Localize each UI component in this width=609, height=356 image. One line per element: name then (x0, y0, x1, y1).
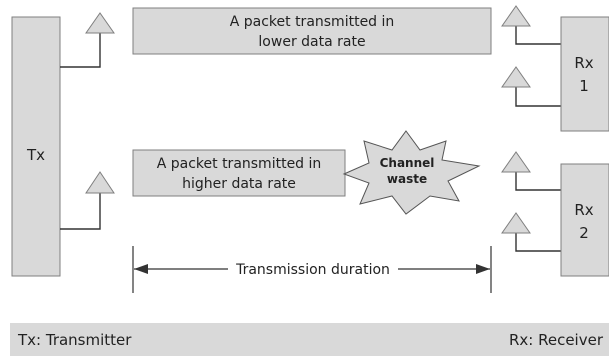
tx-label: Tx (26, 146, 45, 164)
rx1-antenna-lower (501, 66, 561, 107)
tx-antenna-upper (60, 12, 115, 68)
packet-higher-rate-line2: higher data rate (182, 176, 296, 192)
rx2-antenna-lower (501, 212, 561, 252)
rx2-antenna-upper (501, 151, 561, 191)
packet-lower-rate (132, 7, 492, 55)
rx2-label-line2: 2 (579, 224, 589, 242)
duration-arrow-left (134, 264, 148, 274)
packet-lower-rate-line2: lower data rate (258, 34, 365, 50)
channel-waste-star (342, 130, 481, 215)
packet-higher-rate (132, 149, 346, 197)
channel-waste-line1: Channel (380, 156, 435, 170)
duration-arrow-right (476, 264, 490, 274)
rx2-box (560, 163, 609, 277)
rx1-label-line2: 1 (579, 77, 589, 95)
channel-waste-line2: waste (387, 172, 427, 186)
duration-label: Transmission duration (235, 262, 390, 278)
tx-box (11, 16, 61, 277)
rx2-label-line1: Rx (574, 201, 593, 219)
rx1-label-line1: Rx (574, 54, 593, 72)
rx1-antenna-upper (501, 5, 561, 45)
legend-rx: Rx: Receiver (508, 331, 603, 349)
rx1-box (560, 16, 609, 132)
packet-higher-rate-line1: A packet transmitted in (157, 156, 322, 172)
legend-bar: Tx: Transmitter Rx: Receiver (10, 323, 609, 356)
legend-tx: Tx: Transmitter (18, 331, 132, 349)
packet-lower-rate-line1: A packet transmitted in (230, 14, 395, 30)
tx-antenna-lower (60, 171, 115, 230)
